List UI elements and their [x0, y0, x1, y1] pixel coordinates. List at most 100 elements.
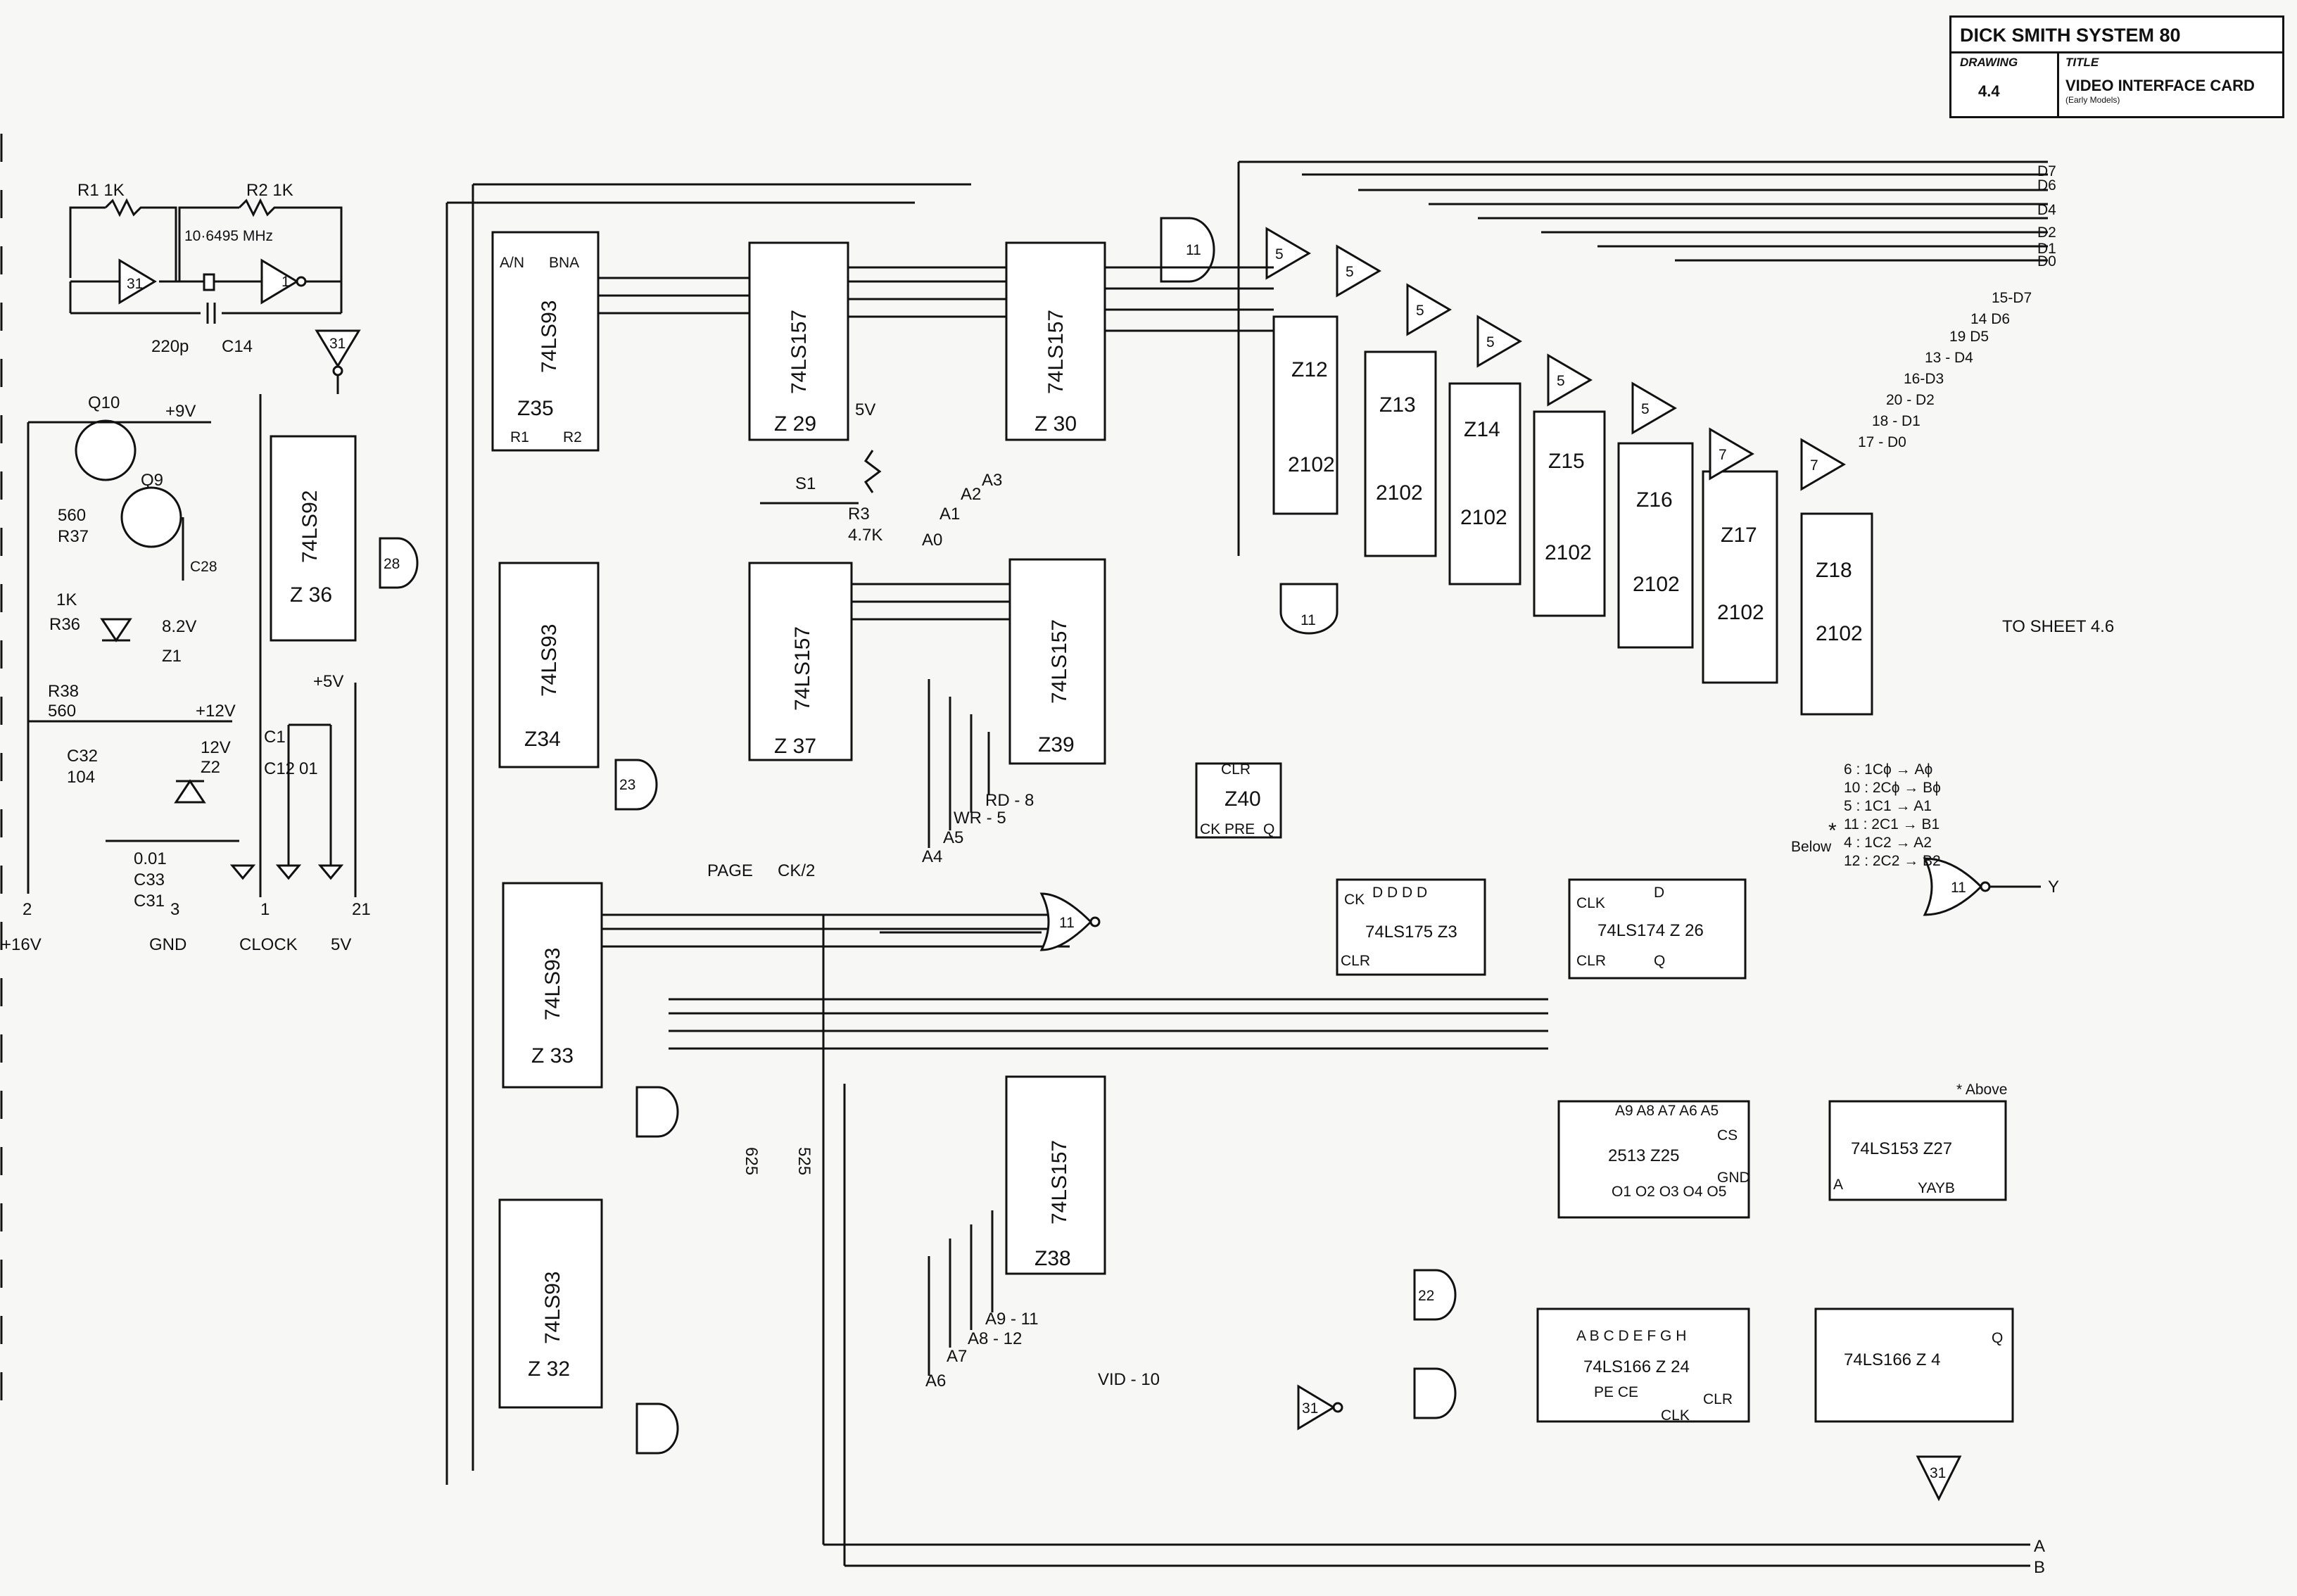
z24-inputs: A B C D E F G H: [1576, 1328, 1686, 1344]
z27-yayb: YAYB: [1918, 1180, 1955, 1196]
z25-addr: A9 A8 A7 A6 A5: [1615, 1103, 1719, 1119]
z12-ref: Z12: [1291, 358, 1328, 381]
address-labels: A0 A1 A2 A3 A4 A5 WR - 5 RD - 8 A6 A7 A8…: [742, 471, 1160, 1391]
z1-label: Z1: [162, 647, 182, 666]
r37-value: 560: [58, 506, 86, 525]
z26-q: Q: [1654, 953, 1665, 969]
chip-z4: [1814, 1307, 2014, 1423]
chip-z30: [1005, 241, 1106, 441]
z14-type: 2102: [1460, 506, 1507, 529]
z3-d: D D D D: [1372, 885, 1427, 901]
data-pin-7: 17 - D0: [1858, 434, 1906, 450]
svg-text:11: 11: [1186, 242, 1201, 258]
vid-label: VID - 10: [1098, 1370, 1160, 1389]
data-bus-d6: D6: [2037, 177, 2056, 194]
data-pin-0: 15-D7: [1992, 290, 2032, 306]
z26-d: D: [1654, 885, 1664, 901]
chip-z40: [1195, 762, 1282, 839]
z25-outs: O1 O2 O3 O4 O5: [1612, 1184, 1726, 1200]
clock-oscillator: R1 1K R2 1K 10·6495 MHz 31 1 220p C14: [69, 181, 361, 394]
note-line-3: 11 : 2C1 → B1: [1844, 816, 1940, 832]
z39-type: 74LS157: [1048, 619, 1071, 704]
z25-label: 2513 Z25: [1608, 1146, 1679, 1165]
data-bus-d1: D1: [2037, 241, 2056, 257]
r3-label: R3: [848, 505, 870, 524]
drawing-number: 4.4: [1978, 82, 2000, 100]
z35-type: 74LS93: [538, 300, 561, 373]
z37-ref: Z 37: [774, 735, 816, 758]
wr-label: WR - 5: [954, 809, 1006, 828]
z40-ck: CK PRE: [1200, 821, 1255, 837]
note-above: * Above: [1956, 1082, 2007, 1098]
chip-z18: [1800, 512, 1873, 716]
bus-b-label: B: [2034, 1558, 2045, 1577]
a9-label: A9 - 11: [985, 1310, 1039, 1329]
z3-label: 74LS175 Z3: [1365, 923, 1457, 942]
chip-z39: [1008, 558, 1106, 765]
data-pin-5: 20 - D2: [1886, 392, 1935, 408]
gate-z23: 23: [619, 777, 635, 793]
c33-label: C33: [134, 870, 165, 889]
z38-ref: Z38: [1034, 1247, 1071, 1270]
z36-type: 74LS92: [298, 490, 322, 563]
s625-label: 625: [742, 1147, 761, 1175]
r38-value: 560: [48, 702, 76, 721]
z15-type: 2102: [1545, 541, 1592, 564]
svg-text:31: 31: [127, 276, 143, 292]
z27-label: 74LS153 Z27: [1851, 1139, 1952, 1158]
c12-value: 01: [299, 759, 318, 778]
z4-label: 74LS166 Z 4: [1844, 1350, 1940, 1369]
power-supply: Q10 +9V Q9 560 R37 C28 1K R36 8.2V Z1 R3…: [27, 393, 357, 911]
chip-z3: [1336, 878, 1486, 976]
cap-220p: 220p: [151, 337, 189, 356]
z1-voltage: 8.2V: [162, 617, 196, 636]
data-bus-d0: D0: [2037, 253, 2056, 270]
note-line-5: 12 : 2C2 → B2: [1844, 853, 1941, 869]
logic-gates: 28 23 11 22 31 31 11 Y: [379, 537, 2059, 1502]
chip-z38: [1005, 1075, 1106, 1275]
z2-label: Z2: [201, 758, 220, 777]
z29-type: 74LS157: [787, 310, 811, 394]
sheet-reference: TO SHEET 4.6: [2002, 617, 2114, 636]
edge-label-2: CLOCK: [239, 935, 298, 954]
bus-a-label: A: [2034, 1537, 2045, 1556]
c33-value: 0.01: [134, 849, 167, 868]
z18-ref: Z18: [1816, 559, 1852, 582]
chip-z17: [1702, 470, 1778, 684]
z24-pe: PE CE: [1594, 1384, 1638, 1400]
r38-label: R38: [48, 682, 79, 701]
note-line-0: 6 : 1Cϕ → Aϕ: [1844, 761, 1932, 778]
z17-ref: Z17: [1721, 524, 1757, 547]
svg-text:R1: R1: [510, 429, 529, 445]
z32-type: 74LS93: [541, 1272, 564, 1344]
q10-label: Q10: [88, 393, 120, 412]
svg-text:5: 5: [1416, 303, 1424, 319]
c32-value: 104: [67, 768, 95, 787]
z40-clr: CLR: [1221, 761, 1251, 778]
svg-text:5: 5: [1275, 246, 1284, 262]
z40-ref: Z40: [1225, 787, 1261, 811]
note-line-1: 10 : 2Cϕ → Bϕ: [1844, 780, 1941, 796]
z33-ref: Z 33: [531, 1044, 574, 1068]
a3-label: A3: [982, 471, 1002, 490]
z15-ref: Z15: [1548, 450, 1585, 473]
chip-z34: [498, 562, 600, 768]
multiplexer-chips: 74LS157 Z 29 74LS157 Z 37 74LS157 Z 30 7…: [748, 241, 1106, 1275]
gate-z31: 31: [1302, 1400, 1318, 1417]
z3-clr: CLR: [1341, 953, 1370, 969]
char-gen-chips: A9 A8 A7 A6 A5 2513 Z25 CS O1 O2 O3 O4 O…: [1536, 1082, 2014, 1424]
data-bus-d2: D2: [2037, 224, 2056, 241]
chip-z35: [491, 231, 600, 452]
data-pin-6: 18 - D1: [1872, 413, 1921, 429]
r36-value: 1K: [56, 590, 77, 609]
v5-label: +5V: [313, 672, 343, 691]
data-bus-d7: D7: [2037, 163, 2056, 179]
bus-wires: [445, 160, 2048, 1567]
edge-pin-0: 2: [23, 900, 32, 919]
